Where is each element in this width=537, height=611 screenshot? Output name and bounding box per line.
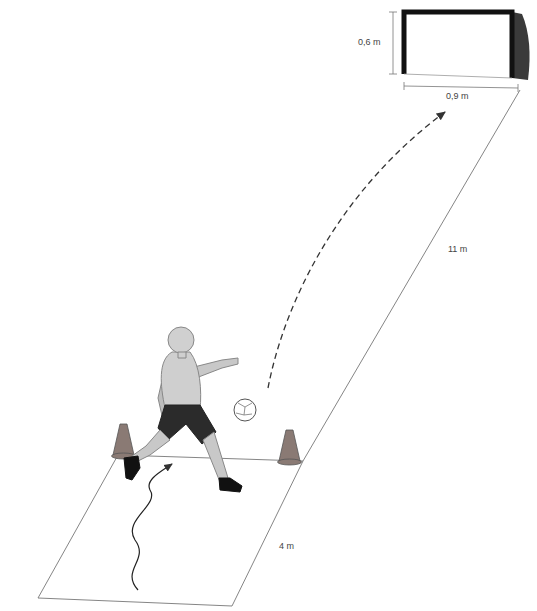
ball-path bbox=[268, 112, 445, 388]
goal bbox=[404, 12, 530, 80]
run-path bbox=[132, 464, 172, 590]
dimension-label: 0,9 m bbox=[445, 91, 470, 102]
field-lines bbox=[38, 90, 520, 606]
dimension-label: 4 m bbox=[278, 541, 295, 552]
ball bbox=[234, 399, 256, 421]
dimension-label: 11 m bbox=[447, 244, 468, 255]
dimension-label: 0,6 m bbox=[357, 37, 382, 48]
player bbox=[124, 327, 242, 492]
dimension-lines bbox=[389, 12, 518, 92]
